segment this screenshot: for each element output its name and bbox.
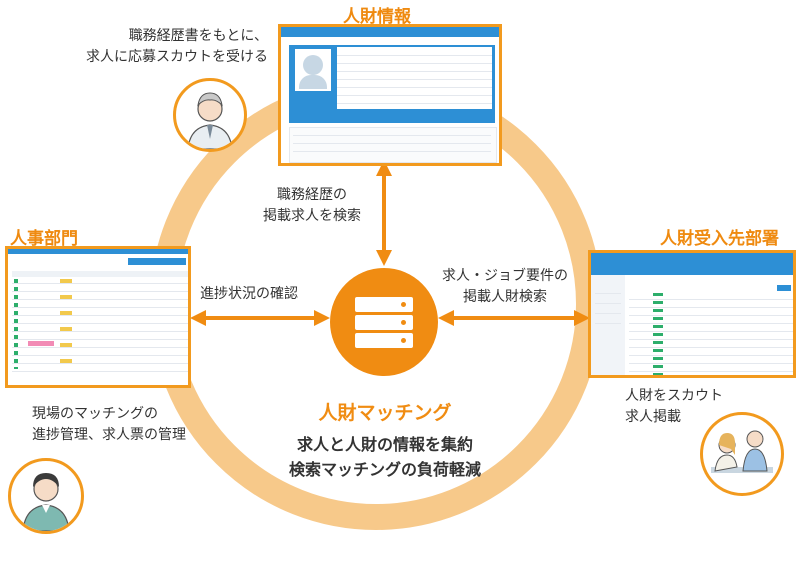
node-caption-top: 職務経歴書をもとに、 求人に応募スカウトを受ける (86, 28, 268, 65)
avatar-meeting-icon (700, 412, 784, 496)
screen-profile (278, 24, 502, 166)
avatar-young-man-icon (8, 458, 84, 534)
edge-label-right: 求人・ジョブ要件の 掲載人財検索 (442, 268, 568, 305)
center-title: 人財マッチング (318, 402, 452, 424)
screen-search (588, 250, 796, 378)
server-icon (330, 268, 438, 376)
node-caption-left: 現場のマッチングの 進捗管理、求人票の管理 (32, 406, 186, 443)
edge-label-left: 進捗状況の確認 (200, 286, 298, 302)
node-title-left: 人事部門 (10, 229, 78, 249)
edge-label-top: 職務経歴の 掲載求人を検索 (263, 187, 361, 224)
node-caption-right: 人財をスカウト 求人掲載 (625, 388, 723, 425)
node-title-top: 人財情報 (343, 7, 411, 27)
center-description: 求人と人財の情報を集約 検索マッチングの負荷軽減 (288, 435, 481, 479)
node-title-right: 人財受入先部署 (660, 229, 779, 249)
avatar-man-icon (173, 78, 247, 152)
screen-management (5, 246, 191, 388)
